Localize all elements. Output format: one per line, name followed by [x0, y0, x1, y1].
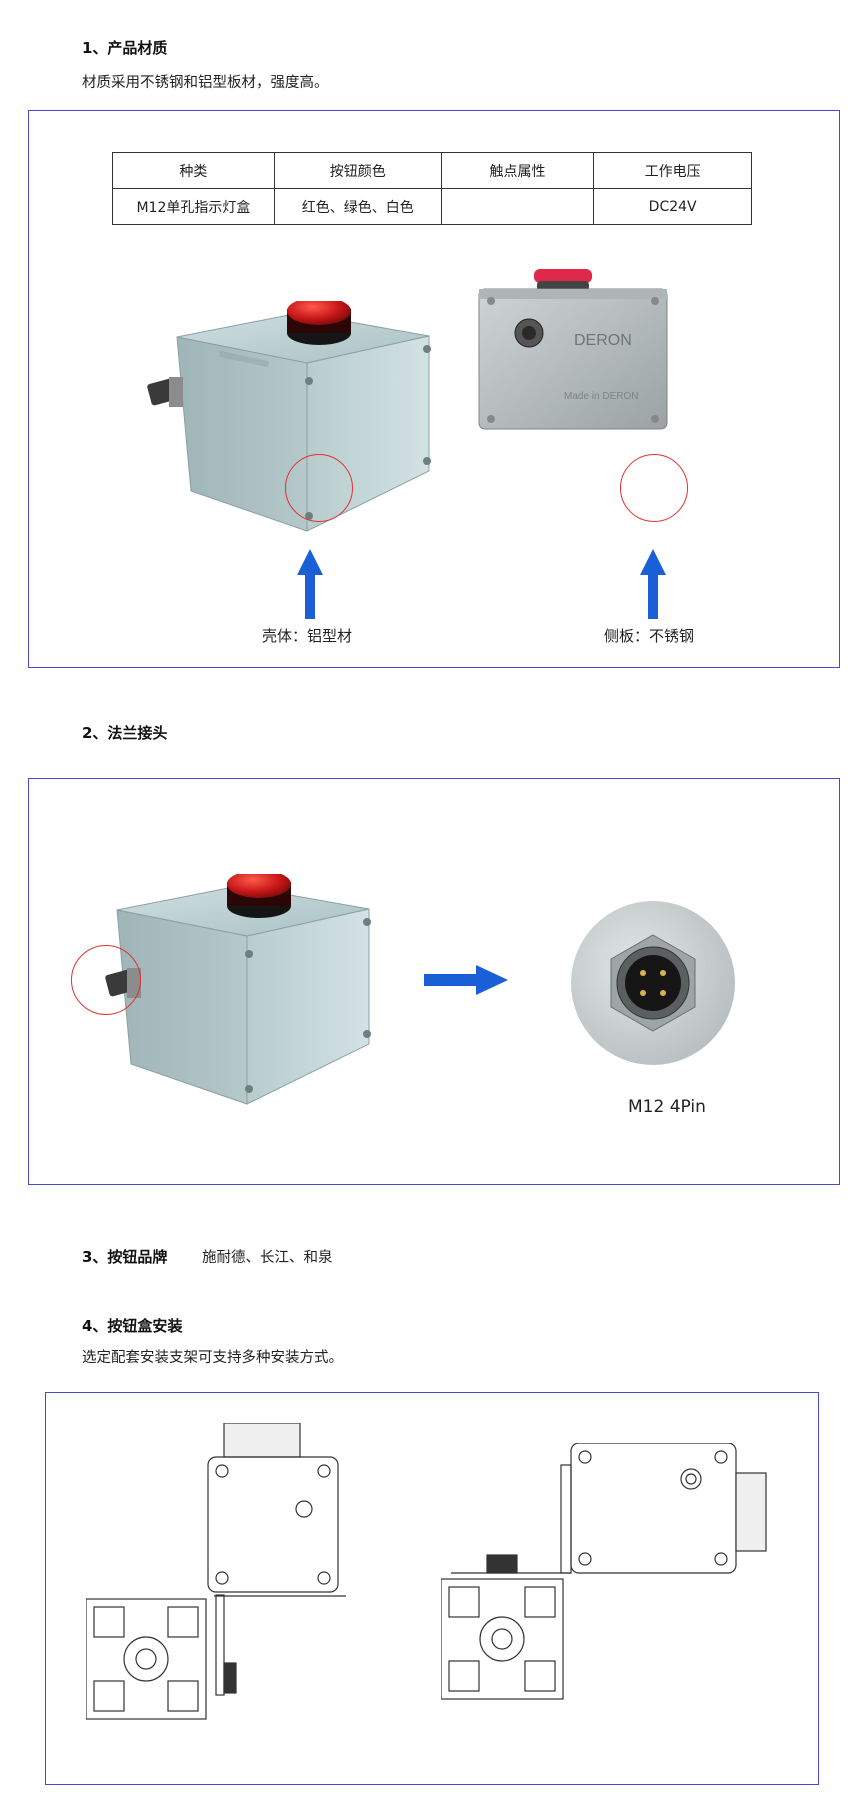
section4-text: 选定配套安装支架可支持多种安装方式。	[82, 1350, 343, 1366]
shell-caption: 壳体：铝型材	[262, 627, 353, 645]
plate-caption: 侧板：不锈钢	[604, 627, 695, 645]
plate-highlight-circle	[620, 454, 688, 522]
connector-highlight-circle	[71, 945, 141, 1015]
connector-caption: M12 4Pin	[628, 1097, 706, 1117]
spec-cell-contact	[440, 188, 595, 225]
spec-table-header-row: 种类 按钮颜色 触点属性 工作电压	[112, 152, 752, 189]
section2-heading: 2、法兰接头	[82, 724, 168, 742]
arrow-up-icon	[640, 549, 666, 619]
spec-table: 种类 按钮颜色 触点属性 工作电压 M12单孔指示灯盒 红色、绿色、白色 DC2…	[112, 152, 752, 225]
mounting-drawing-left	[86, 1423, 346, 1720]
spec-header-button-color: 按钮颜色	[273, 152, 442, 189]
m12-connector-image	[571, 901, 735, 1065]
section3-brands: 施耐德、长江、和泉	[202, 1250, 333, 1266]
mounting-drawing-right	[441, 1443, 767, 1700]
spec-cell-button-color: 红色、绿色、白色	[273, 188, 442, 225]
shell-highlight-circle	[285, 454, 353, 522]
arrow-right-icon	[424, 965, 508, 995]
section4-heading: 4、按钮盒安装	[82, 1317, 183, 1335]
spec-cell-type: M12单孔指示灯盒	[112, 188, 275, 225]
section3-heading: 3、按钮品牌	[82, 1248, 168, 1266]
side-plate-image: DERON Made in DERON	[478, 269, 668, 430]
arrow-up-icon	[297, 549, 323, 619]
spec-header-contact: 触点属性	[440, 152, 595, 189]
spec-cell-voltage: DC24V	[593, 188, 752, 225]
section1-text: 材质采用不锈钢和铝型板材，强度高。	[82, 75, 329, 91]
spec-table-row: M12单孔指示灯盒 红色、绿色、白色 DC24V	[112, 188, 752, 225]
section2-frame: M12 4Pin	[28, 778, 840, 1185]
made-in-text: Made in DERON	[564, 391, 638, 402]
section4-frame	[45, 1392, 819, 1785]
section1-heading: 1、产品材质	[82, 39, 168, 57]
aluminum-box-image	[147, 301, 431, 532]
spec-header-voltage: 工作电压	[593, 152, 752, 189]
spec-header-type: 种类	[112, 152, 275, 189]
deron-logo-text: DERON	[574, 332, 632, 349]
section1-frame: 种类 按钮颜色 触点属性 工作电压 M12单孔指示灯盒 红色、绿色、白色 DC2…	[28, 110, 840, 668]
